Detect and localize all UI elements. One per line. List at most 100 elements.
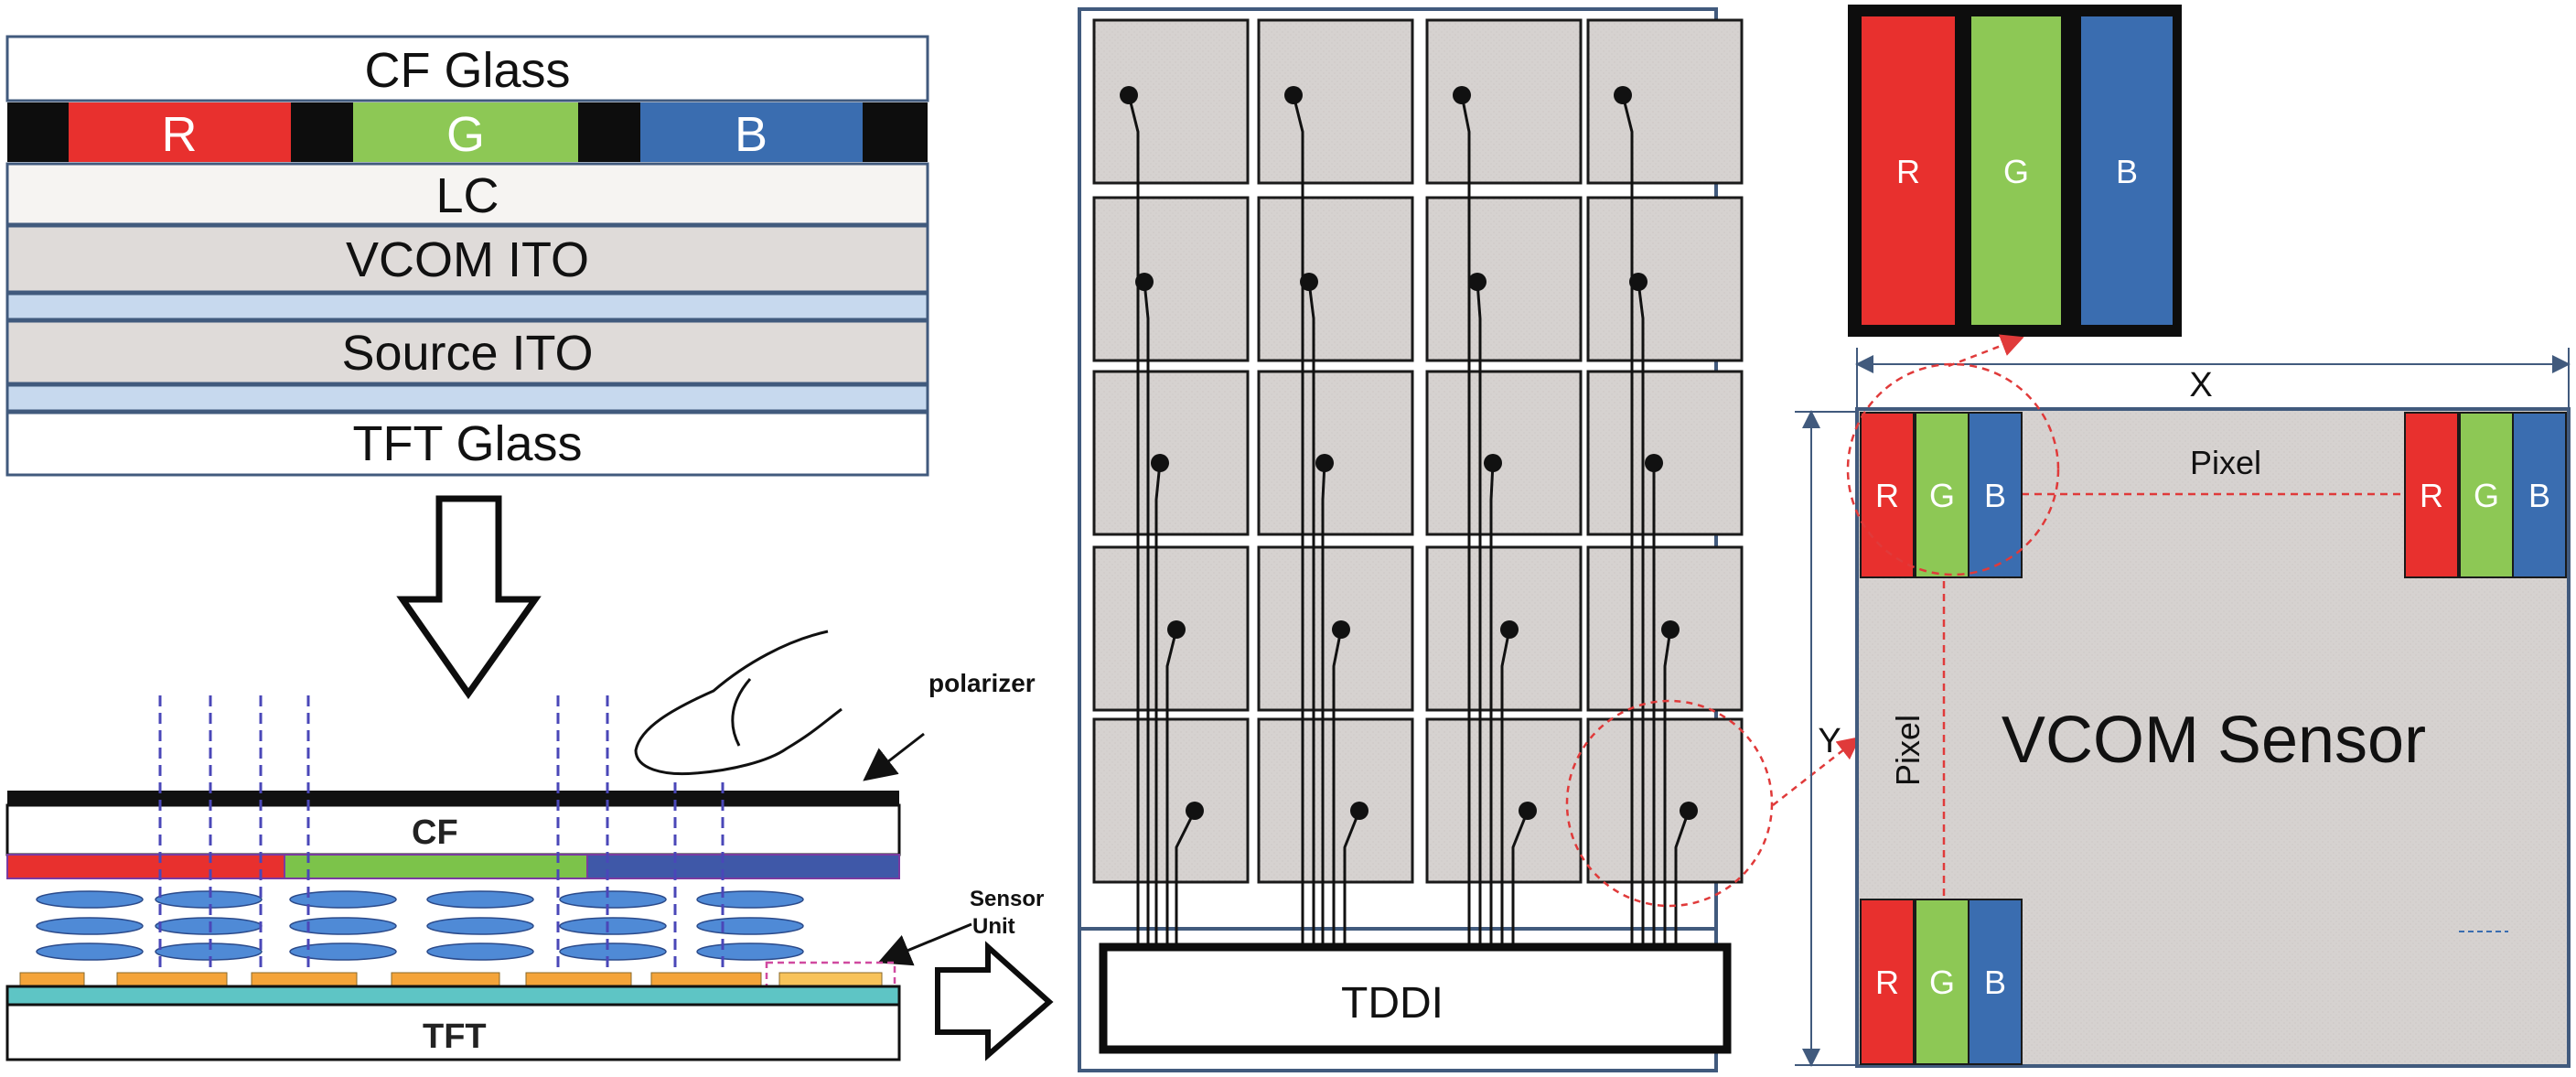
- sense-wire: [1175, 810, 1197, 947]
- sense-dot: [1167, 620, 1186, 639]
- lc-molecule: [426, 942, 534, 961]
- vcom-sensor-label: VCOM Sensor: [2002, 704, 2426, 777]
- sensor-cell: [1257, 717, 1414, 884]
- sense-wire: [1154, 462, 1162, 947]
- subpixel-r: [1862, 414, 1913, 576]
- layer-tft-glass: [5, 411, 929, 477]
- sense-wire: [1332, 629, 1343, 947]
- lc-molecule: [155, 942, 263, 961]
- pixel-to-zoom-arrow: [1948, 334, 2024, 368]
- sensor-cell: [1257, 370, 1414, 536]
- teal-layer: [5, 985, 901, 1007]
- polarizer-layer: [7, 791, 899, 805]
- pixel-v-label: Pixel: [1889, 715, 1927, 786]
- sense-wire: [1143, 281, 1150, 947]
- lc-molecule: [559, 917, 667, 935]
- tddi-box: [1099, 942, 1732, 1054]
- subpixel-r: [2406, 414, 2457, 576]
- lc-molecule: [36, 890, 144, 909]
- sense-dot: [1484, 454, 1502, 472]
- sensor-cell: [1092, 370, 1250, 536]
- sense-wire: [1621, 94, 1634, 947]
- cf-red-strip: [6, 854, 285, 879]
- sense-dot: [1519, 802, 1537, 820]
- lc-molecule: [155, 890, 263, 909]
- sensor-cell: [1092, 18, 1250, 185]
- subpixel-label: G: [1929, 964, 1955, 1001]
- grid-outer-frame: [1078, 7, 1718, 1072]
- tft-label: TFT: [423, 1018, 487, 1056]
- field-lines: [158, 695, 724, 972]
- sense-wire: [1127, 94, 1140, 947]
- sensor-cell: [1586, 18, 1744, 185]
- layer-tft-glass-label: TFT Glass: [352, 416, 582, 471]
- sensor-cell: [1257, 196, 1414, 362]
- lc-molecule: [696, 890, 804, 909]
- layer-source-ito: [5, 319, 929, 385]
- zoom-blue-label: B: [2116, 153, 2138, 190]
- sense-dot: [1332, 620, 1350, 639]
- cf-green-strip: [284, 854, 588, 879]
- rgb-zoom: R G B: [1848, 5, 2182, 337]
- layer-cf-glass: [5, 35, 929, 102]
- layer-gap-1: [5, 292, 929, 321]
- layer-gap-2: [5, 383, 929, 413]
- sensor-cell: [1425, 717, 1583, 884]
- grid-wires: [1120, 86, 1698, 947]
- sense-dot: [1135, 273, 1154, 291]
- grid-cells: [1092, 18, 1744, 884]
- sense-dot: [1151, 454, 1169, 472]
- sensor-unit-label-1: Sensor: [970, 887, 1044, 911]
- sense-wire: [1511, 810, 1530, 947]
- finger-icon: [634, 630, 843, 776]
- filter-blue: [640, 102, 863, 162]
- polarizer-label: polarizer: [928, 669, 1036, 697]
- sense-dot: [1680, 802, 1698, 820]
- sense-wire: [1307, 281, 1315, 947]
- sense-wire: [1292, 94, 1304, 947]
- sense-dot: [1315, 454, 1334, 472]
- layer-source-ito-label: Source ITO: [341, 326, 593, 381]
- sensor-unit-arrow: [877, 922, 972, 966]
- tddi-label: TDDI: [1341, 979, 1444, 1028]
- layer-vcom-ito: [5, 224, 929, 294]
- subpixel-label: B: [1984, 964, 2006, 1001]
- sensor-cell: [1425, 196, 1583, 362]
- lc-molecule: [36, 942, 144, 961]
- lc-molecules: [36, 890, 804, 961]
- layer-stack: CF Glass R G B LC VCOM ITO Source ITO TF…: [5, 35, 929, 477]
- lc-molecule: [289, 942, 397, 961]
- filter-blue-label: B: [735, 107, 767, 162]
- zoom-green: [1971, 16, 2061, 325]
- sense-wire: [1460, 94, 1471, 947]
- subpixel-g: [1916, 900, 1968, 1063]
- sense-dot: [1645, 454, 1663, 472]
- down-arrow-icon: [396, 495, 542, 700]
- layer-cf-glass-label: CF Glass: [364, 43, 570, 98]
- sense-wire: [1165, 629, 1178, 947]
- sense-wire: [1500, 629, 1511, 947]
- layer-rgb-filter: R G B: [7, 102, 928, 162]
- lc-molecule: [559, 942, 667, 961]
- zoom-green-label: G: [2003, 153, 2029, 190]
- zoom-red: [1862, 16, 1955, 325]
- sensor-cell: [1586, 196, 1744, 362]
- sense-dot: [1500, 620, 1519, 639]
- sense-dot: [1661, 620, 1680, 639]
- subpixel-g: [1916, 414, 1968, 576]
- subpixel-r: [1862, 900, 1913, 1063]
- sense-dot: [1284, 86, 1303, 104]
- x-label: X: [2189, 366, 2212, 404]
- lc-molecule: [696, 917, 804, 935]
- sensor-cell: [1425, 18, 1583, 185]
- sense-wire: [1637, 281, 1645, 947]
- sensor-unit-electrode: [778, 972, 883, 986]
- lc-molecule: [559, 890, 667, 909]
- subpixel-label: R: [2420, 477, 2443, 514]
- y-label: Y: [1818, 722, 1841, 760]
- zoom-red-label: R: [1896, 153, 1920, 190]
